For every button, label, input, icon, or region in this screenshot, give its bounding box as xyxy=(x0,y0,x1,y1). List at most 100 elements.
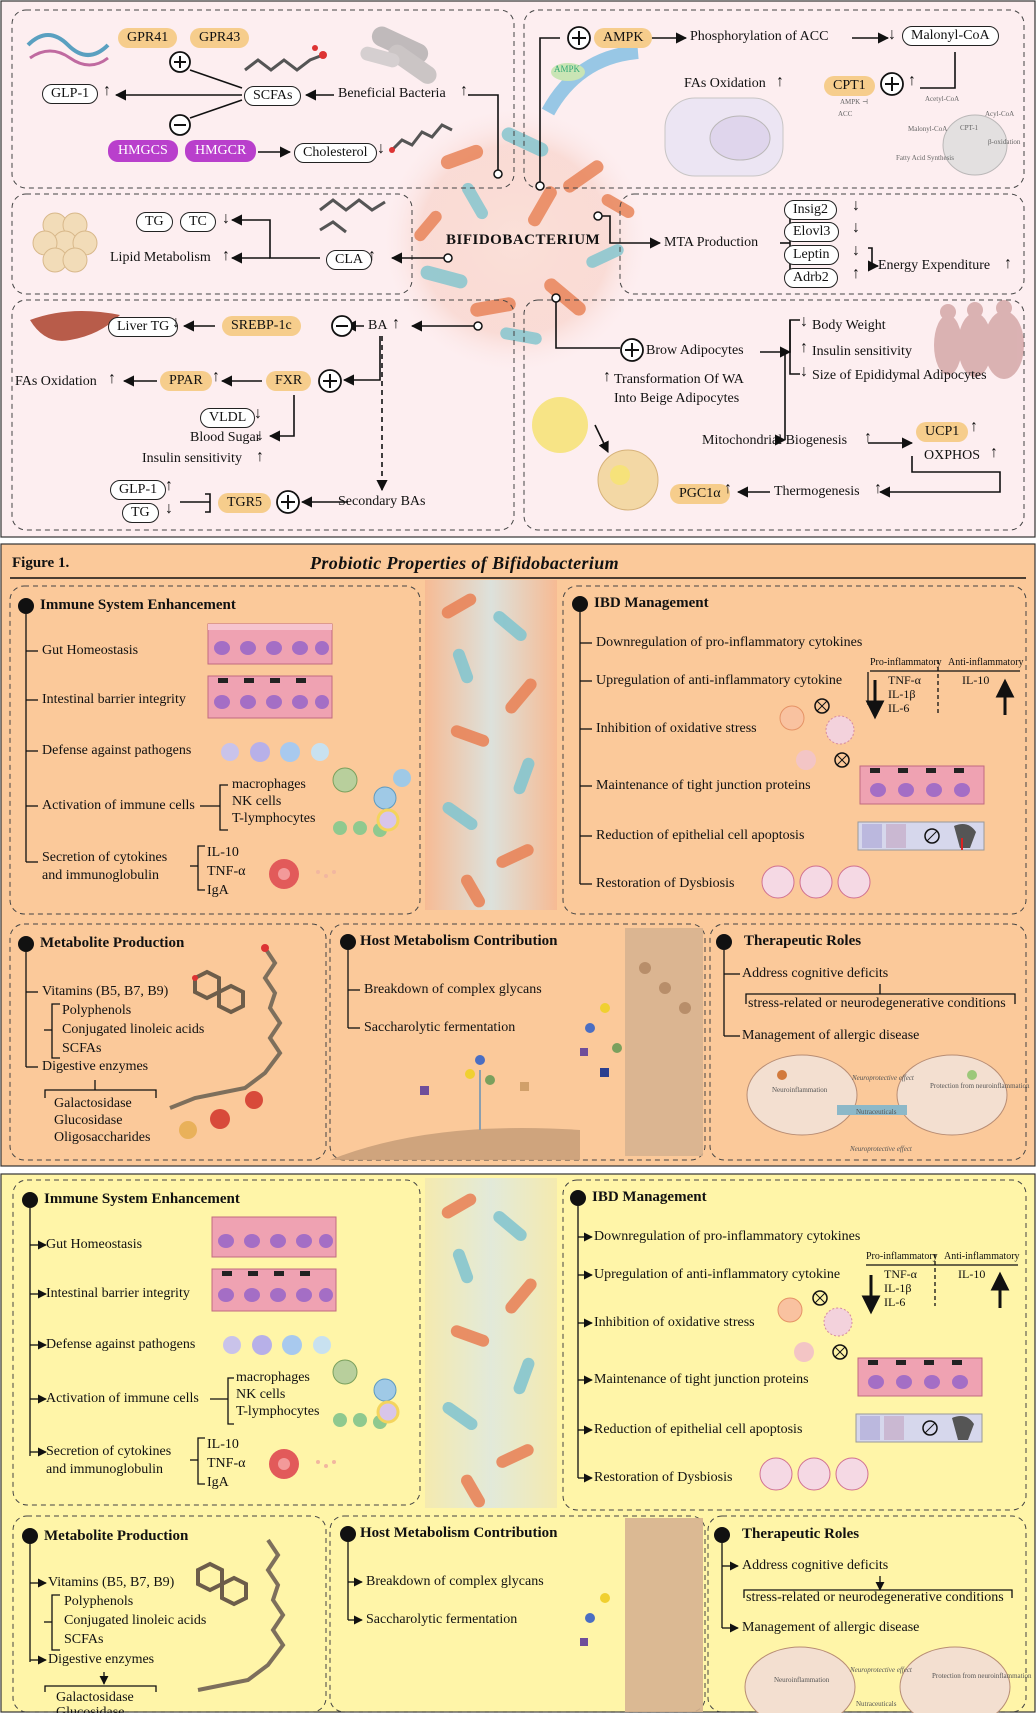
ibd-apop-label: Reduction of epithelial cell apoptosis xyxy=(596,828,805,843)
brow-adipocytes-label: Brow Adipocytes xyxy=(646,343,744,358)
secretion-label-1-bottom: Secretion of cytokines xyxy=(46,1444,172,1459)
cell-macrophages-bottom: macrophages xyxy=(236,1370,310,1385)
box-ther-bot xyxy=(707,1515,1027,1713)
host-title-bottom: Host Metabolism Contribution xyxy=(360,1525,558,1541)
up-arrow: ↑ xyxy=(222,247,230,264)
ibd-down-label: Downregulation of pro-inflammatory cytok… xyxy=(596,635,863,650)
brain-protection: Protection from neuroinflammation xyxy=(930,1082,1030,1090)
pro-header-bottom: Pro-inflammatory xyxy=(866,1251,938,1262)
cla-label: CLA xyxy=(326,250,372,271)
defense-label: Defense against pathogens xyxy=(42,743,192,758)
pro-tnf: TNF-α xyxy=(888,673,921,687)
up-arrow: ↑ xyxy=(103,82,111,99)
gpr43-label: GPR43 xyxy=(190,28,250,49)
cholesterol-molecule-illustration xyxy=(389,123,453,153)
down-arrow: ↓ xyxy=(800,363,808,380)
box-host-bot xyxy=(329,1515,706,1713)
box-host-mid xyxy=(329,923,706,1161)
brain-neuroinflam: Neuroinflammation xyxy=(772,1086,828,1094)
membrane-illustration xyxy=(541,45,639,116)
malonyl-coa-label: Malonyl-CoA xyxy=(902,26,999,47)
ba-label: BA xyxy=(368,318,388,333)
leptin-label: Leptin xyxy=(784,245,839,266)
bacteria-illustration xyxy=(360,26,437,84)
hmgcr-label: HMGCR xyxy=(185,140,257,163)
pro-il6: IL-6 xyxy=(888,701,910,715)
anti-header: Anti-inflammatory xyxy=(948,657,1024,668)
enzyme-glucosidase: Glucosidase xyxy=(54,1113,123,1128)
ampk-label: AMPK xyxy=(594,28,653,49)
enzyme-galactosidase: Galactosidase xyxy=(54,1096,132,1111)
tc-label: TC xyxy=(180,212,216,233)
cpt1-label: CPT1 xyxy=(824,76,875,97)
host-title: Host Metabolism Contribution xyxy=(360,933,558,949)
brain-nutra: Nutraceuticals xyxy=(856,1108,897,1116)
cell-nk-bottom: NK cells xyxy=(236,1387,286,1402)
cyto-tnf: TNF-α xyxy=(207,864,246,879)
ba-glp1-label: GLP-1 xyxy=(110,480,167,501)
brown-insulin-label: Insulin sensitivity xyxy=(812,344,912,359)
mito-biogenesis-label: Mitochondrial Biogenesis xyxy=(702,433,848,448)
enzyme-galactosidase-bottom: Galactosidase xyxy=(56,1690,134,1705)
vitamins-label-bottom: Vitamins (B5, B7, B9) xyxy=(48,1575,175,1590)
inset-fa-synthesis: Fatty Acid Synthesis xyxy=(896,154,954,162)
inset-ampk-small: AMPK ⊣ xyxy=(840,98,868,106)
center-label: BIFIDOBACTERIUM xyxy=(446,232,601,248)
cyto-il10: IL-10 xyxy=(207,845,239,860)
inset-beta-oxidation: β-oxidation xyxy=(988,138,1021,146)
digestive-label: Digestive enzymes xyxy=(42,1059,149,1074)
ibd-tight-label: Maintenance of tight junction proteins xyxy=(596,778,811,793)
box-ba xyxy=(11,299,515,531)
box-ther-mid xyxy=(709,923,1027,1161)
enzyme-glucosidase-bottom: Glucosidase xyxy=(56,1705,125,1713)
cholesterol-label: Cholesterol xyxy=(294,143,377,164)
cyto-iga: IgA xyxy=(207,883,229,898)
metab-polyphenols-bottom: Polyphenols xyxy=(64,1594,134,1609)
ibd-up-label: Upregulation of anti-inflammatory cytoki… xyxy=(596,673,843,688)
elovl3-label: Elovl3 xyxy=(784,222,840,243)
pgc1a-label: PGC1α xyxy=(670,484,730,505)
cyto-il10-bottom: IL-10 xyxy=(207,1437,239,1452)
liver-illustration xyxy=(30,311,120,341)
beige-label: Into Beige Adipocytes xyxy=(614,391,740,406)
metab-title-bottom: Metabolite Production xyxy=(44,1528,189,1544)
up-arrow: ↑ xyxy=(392,315,400,332)
gut-homeostasis-label: Gut Homeostasis xyxy=(42,643,139,658)
up-arrow: ↑ xyxy=(864,429,872,446)
liver-tg-label: Liver TG xyxy=(108,317,179,338)
anti-header-bottom: Anti-inflammatory xyxy=(944,1251,1020,1262)
down-arrow: ↓ xyxy=(222,210,230,227)
box-mta xyxy=(619,193,1025,295)
box-immune-mid xyxy=(9,585,421,915)
section-bullets xyxy=(18,596,732,1544)
secretion-label-1: Secretion of cytokines xyxy=(42,850,168,865)
up-arrow: ↑ xyxy=(852,265,860,282)
up-arrow: ↑ xyxy=(724,480,732,497)
blood-sugar-label: Blood Sugar xyxy=(190,430,261,445)
pro-header: Pro-inflammatory xyxy=(870,657,942,668)
cell-illustrations xyxy=(169,623,1011,1713)
gpcr-illustration xyxy=(26,33,110,67)
tgr5-label: TGR5 xyxy=(218,493,271,514)
enzyme-oligo: Oligosaccharides xyxy=(54,1130,151,1145)
cell-nk: NK cells xyxy=(232,794,282,809)
beneficial-label: Beneficial Bacteria xyxy=(338,86,446,101)
ibd-oxid-label: Inhibition of oxidative stress xyxy=(596,721,757,736)
inset-acetylcoa: Acetyl-CoA xyxy=(925,95,960,103)
metab-scfas: SCFAs xyxy=(62,1041,102,1056)
bacteria-rods xyxy=(414,127,635,345)
body-silhouettes-illustration xyxy=(934,300,1024,379)
digestive-label-bottom: Digestive enzymes xyxy=(48,1652,155,1667)
up-arrow: ↑ xyxy=(460,82,468,99)
ibd-title-bottom: IBD Management xyxy=(592,1189,707,1205)
brain-neuroprot-bottom: Neuroprotective effect xyxy=(850,1666,912,1674)
scfas-label: SCFAs xyxy=(244,86,302,107)
up-arrow: ↑ xyxy=(776,73,784,90)
inset-acc: ACC xyxy=(838,110,853,118)
host-glycans-bottom: Breakdown of complex glycans xyxy=(366,1574,544,1589)
mta-label: MTA Production xyxy=(664,235,759,250)
inset-ampk: AMPK xyxy=(554,64,581,74)
box-immune-bot xyxy=(12,1179,421,1506)
hmgcs-label: HMGCS xyxy=(108,140,178,163)
